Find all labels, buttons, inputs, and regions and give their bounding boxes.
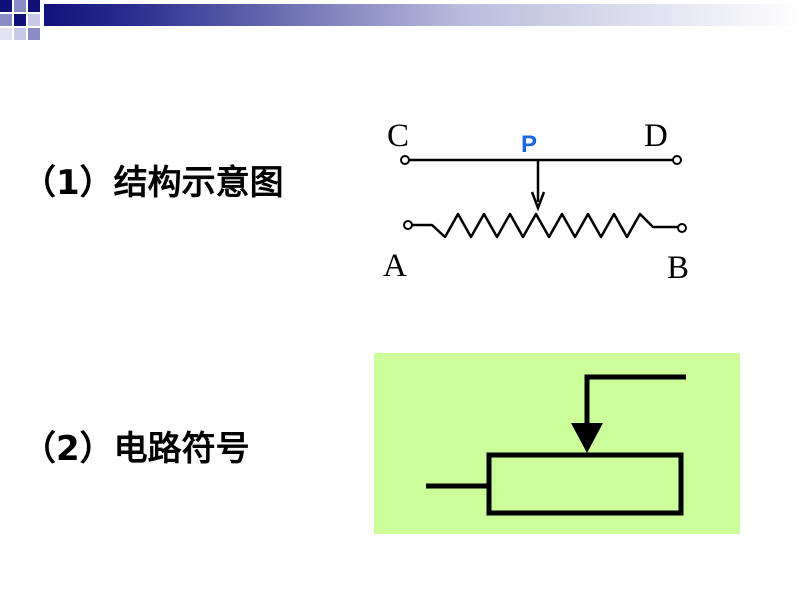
header-square [14, 28, 26, 40]
header-square [0, 0, 12, 12]
slider-wire [584, 374, 686, 425]
rheostat-structure-diagram: C D P A B [383, 118, 689, 286]
terminal-c-label: C [387, 118, 409, 154]
header-square [0, 14, 12, 26]
terminal-b-dot [677, 223, 687, 233]
circuit-symbol-label: （2）电路符号 [22, 429, 250, 469]
header-square [14, 14, 26, 26]
terminal-d-dot [672, 155, 682, 165]
terminal-d-label: D [644, 118, 668, 154]
slider-arrow [571, 423, 603, 453]
symbol-background [374, 353, 740, 534]
header-square [0, 28, 12, 40]
terminal-b-label: B [667, 250, 689, 286]
slider-p-label: P [521, 131, 537, 158]
header-gradient [44, 4, 800, 26]
header-square [28, 0, 40, 12]
resistance-coil [408, 212, 680, 239]
header-square [28, 14, 40, 26]
slider-arrowhead [530, 191, 546, 212]
structure-diagram-label: （1）结构示意图 [22, 163, 284, 203]
terminal-a-label: A [383, 248, 407, 284]
header-square [14, 0, 26, 12]
header-square [28, 28, 40, 40]
terminal-a-dot [403, 220, 413, 230]
rheostat-circuit-symbol [374, 353, 740, 534]
header-decoration-bar [0, 0, 800, 40]
terminal-c-dot [400, 155, 410, 165]
